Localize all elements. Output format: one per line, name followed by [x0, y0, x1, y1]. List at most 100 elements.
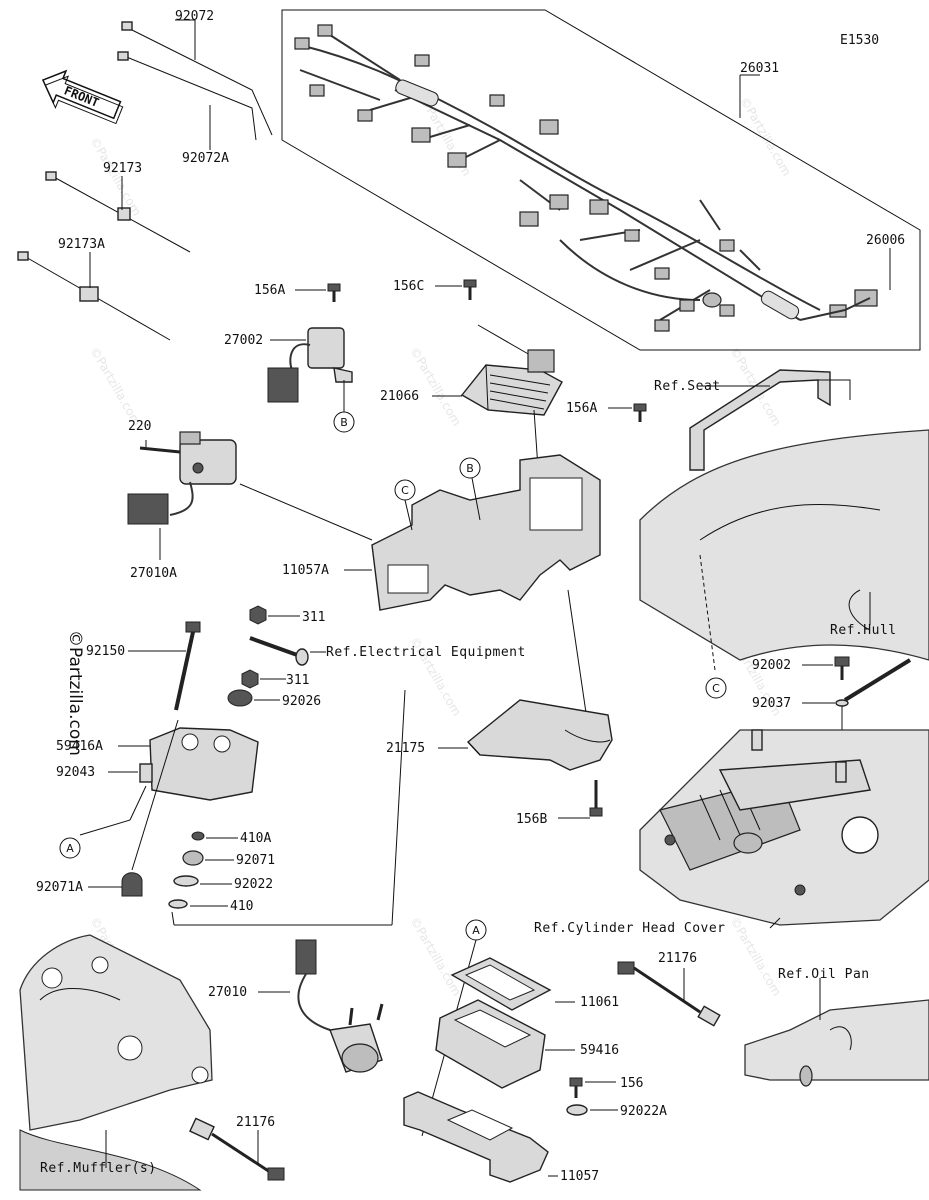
washer-92022A: [566, 1104, 588, 1116]
label-92022: 92022: [234, 877, 273, 892]
bolt-92150: [174, 621, 201, 711]
ecu-21175: [466, 699, 613, 771]
cable-tie-92173A: [17, 251, 171, 341]
relay-27010A: [127, 431, 237, 525]
washer-410: [168, 899, 188, 909]
cylinder-head-cover: [639, 729, 929, 926]
cable-tie-92173: [45, 171, 191, 253]
label-92173A: 92173A: [58, 237, 105, 252]
ref-mufflers: Ref.Muffler(s): [40, 1161, 157, 1176]
label-27010: 27010: [208, 985, 247, 1000]
label-92150: 92150: [86, 644, 125, 659]
front-arrow: FRONT: [41, 69, 124, 125]
label-92037: 92037: [752, 696, 791, 711]
label-156B: 156B: [516, 812, 547, 827]
label-26031: 26031: [740, 61, 779, 76]
label-26006: 26006: [866, 233, 905, 248]
seat-bracket: [689, 369, 851, 471]
holder-59416: [435, 999, 546, 1089]
label-11061: 11061: [580, 995, 619, 1010]
ref-cylinder-head-cover: Ref.Cylinder Head Cover: [534, 921, 726, 936]
callout-c-right-text: C: [712, 682, 720, 695]
watermark: ©Partzilla.com: [407, 345, 464, 429]
label-156A-seat: 156A: [566, 401, 597, 416]
callout-c-left-text: C: [401, 484, 409, 497]
ref-hull: Ref.Hull: [830, 623, 897, 638]
label-92071A: 92071A: [36, 880, 83, 895]
oil-pan: [744, 999, 929, 1087]
label-27002: 27002: [224, 333, 263, 348]
solenoid-27010: [295, 939, 384, 1073]
label-92043: 92043: [56, 765, 95, 780]
watermark: ©Partzilla.com: [737, 95, 794, 179]
muffler: [19, 934, 213, 1191]
label-92002: 92002: [752, 658, 791, 673]
label-92072: 92072: [175, 9, 214, 24]
label-410A: 410A: [240, 831, 271, 846]
diagram-code: E1530: [840, 33, 879, 48]
main-harness-26031: [281, 9, 921, 351]
callout-c-left: [394, 479, 416, 501]
label-59416: 59416: [580, 1043, 619, 1058]
label-27010A: 27010A: [130, 566, 177, 581]
cable-tie-92072: [117, 21, 273, 141]
bracket-11057: [403, 1091, 549, 1183]
callout-a-left-text: A: [66, 842, 74, 855]
label-410: 410: [230, 899, 253, 914]
bolt-156A: [327, 283, 341, 302]
label-156: 156: [620, 1076, 643, 1091]
cap-92071A: [121, 872, 143, 897]
bolt-220: [139, 446, 181, 454]
ref-oil-pan: Ref.Oil Pan: [778, 967, 870, 982]
regulator-21066: [460, 349, 563, 416]
sensor-21176-left: [189, 1117, 285, 1181]
label-21066: 21066: [380, 389, 419, 404]
watermark: ©Partzilla.com: [87, 135, 144, 219]
label-11057A: 11057A: [282, 563, 329, 578]
bracket-11057A: [371, 454, 601, 611]
label-156C: 156C: [393, 279, 424, 294]
label-21175: 21175: [386, 741, 425, 756]
label-311-top: 311: [302, 610, 325, 625]
callout-b-mid-text: B: [466, 462, 474, 475]
washer-410A: [191, 831, 205, 841]
label-220: 220: [128, 419, 151, 434]
callout-c-right: [705, 677, 727, 699]
bolt-92002: [834, 656, 850, 680]
nut-311-top: [249, 605, 267, 625]
watermark: ©Partzilla.com: [727, 915, 784, 999]
grommet-92071: [182, 850, 204, 866]
label-92173: 92173: [103, 161, 142, 176]
copyright-watermark: ©Partzilla.com: [65, 630, 85, 756]
label-92072A: 92072A: [182, 151, 229, 166]
watermark: ©Partzilla.com: [407, 915, 464, 999]
gasket-11061: [450, 957, 552, 1011]
relay-27002: [267, 327, 353, 403]
label-92071: 92071: [236, 853, 275, 868]
callout-b-top-text: B: [340, 416, 348, 429]
sensor-21176-right: [617, 961, 721, 1027]
label-92022A: 92022A: [620, 1104, 667, 1119]
grommet-92026: [227, 689, 253, 707]
bolt-156B: [589, 780, 603, 817]
label-156A-top: 156A: [254, 283, 285, 298]
ref-seat: Ref.Seat: [654, 379, 721, 394]
callout-b-top: [333, 411, 355, 433]
holder-59416A: [149, 727, 259, 801]
washer-92022: [173, 875, 199, 887]
label-21176-right: 21176: [658, 951, 697, 966]
label-59416A: 59416A: [56, 739, 103, 754]
label-92026: 92026: [282, 694, 321, 709]
callout-b-mid: [459, 457, 481, 479]
label-11057: 11057: [560, 1169, 599, 1184]
callout-a-left: [59, 837, 81, 859]
stud-bolt: [249, 636, 309, 666]
watermark: ©Partzilla.com: [87, 345, 144, 429]
callout-a-right-text: A: [472, 924, 480, 937]
label-21176-left: 21176: [236, 1115, 275, 1130]
tie-92037: [835, 658, 912, 707]
bolt-156C: [463, 279, 477, 300]
bolt-156: [569, 1077, 583, 1098]
